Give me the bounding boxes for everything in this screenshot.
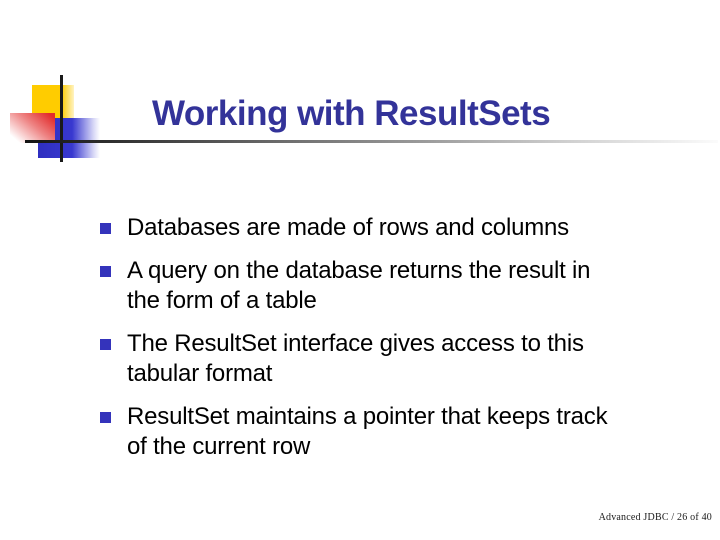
- list-item: A query on the database returns the resu…: [98, 256, 708, 316]
- decor-yellow-square: [32, 85, 74, 118]
- slide-title: Working with ResultSets: [152, 94, 551, 133]
- bullet-square-icon: [100, 339, 111, 350]
- bullet-text: Databases are made of rows and columns: [127, 214, 569, 241]
- list-item: Databases are made of rows and columns: [98, 213, 708, 243]
- list-item: ResultSet maintains a pointer that keeps…: [98, 402, 708, 462]
- bullet-text: The ResultSet interface gives access to …: [127, 330, 584, 387]
- bullet-square-icon: [100, 223, 111, 234]
- footer-page-indicator: Advanced JDBC / 26 of 40: [598, 512, 712, 523]
- bullet-text: A query on the database returns the resu…: [127, 257, 591, 314]
- bullet-square-icon: [100, 412, 111, 423]
- decor-vertical-line: [60, 75, 63, 162]
- list-item: The ResultSet interface gives access to …: [98, 329, 708, 389]
- title-underline-rule: [25, 140, 718, 143]
- decor-red-square: [10, 113, 55, 143]
- bullet-text: ResultSet maintains a pointer that keeps…: [127, 403, 608, 460]
- bullet-square-icon: [100, 266, 111, 277]
- bullet-list: Databases are made of rows and columns A…: [98, 213, 708, 475]
